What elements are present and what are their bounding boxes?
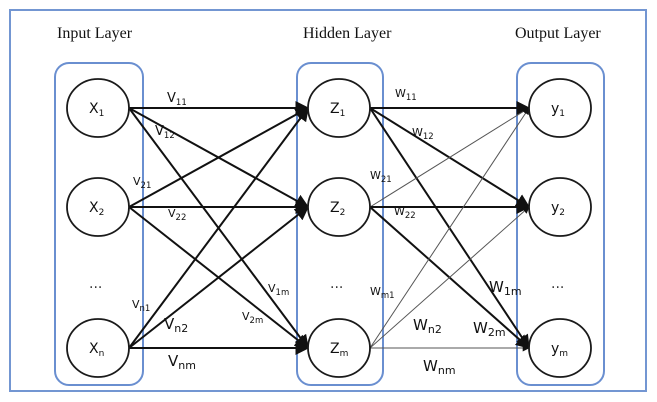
edge-zm-y2 (369, 206, 530, 349)
node-label: X1 (89, 101, 104, 119)
node-x2: X2 (66, 177, 130, 237)
node-label: ym (551, 341, 568, 359)
node-z2: Z2 (307, 177, 371, 237)
node-label: y1 (551, 101, 565, 119)
weight-label-w22: W22 (394, 205, 416, 221)
weight-label-w12: W12 (412, 126, 434, 142)
node-circle (528, 78, 592, 138)
weight-label-wm1: Wm1 (370, 285, 395, 301)
output-layer-box (516, 62, 605, 386)
node-circle (66, 177, 130, 237)
weight-label-vn2: Vn2 (164, 315, 188, 335)
edge-xn-z1 (128, 106, 309, 349)
weight-label-w11: W11 (395, 87, 417, 103)
node-ym: ym (528, 318, 592, 378)
edge-zm-y1 (369, 107, 530, 349)
node-y1: y1 (528, 78, 592, 138)
node-circle (307, 78, 371, 138)
node-circle (66, 78, 130, 138)
node-y2: y2 (528, 177, 592, 237)
node-circle (528, 318, 592, 378)
weight-label-v21: V21 (133, 175, 151, 191)
weight-label-w1m: W1m (489, 278, 522, 298)
edge-xn-z2 (128, 206, 310, 349)
node-zm: Zm (307, 318, 371, 378)
hidden-layer-ellipsis: ... (330, 276, 343, 292)
weight-label-v1m: V1m (268, 282, 289, 298)
hidden-layer-box (296, 62, 384, 386)
hidden-layer-title: Hidden Layer (303, 25, 392, 42)
weight-label-v11: V11 (167, 91, 187, 108)
node-xn: Xn (66, 318, 130, 378)
edge-x2-z1 (128, 107, 310, 208)
node-circle (66, 318, 130, 378)
node-x1: X1 (66, 78, 130, 138)
input-layer-box (54, 62, 144, 386)
weight-label-wn2: Wn2 (413, 316, 442, 336)
node-label: Xn (89, 341, 104, 359)
weight-label-wnm: Wnm (423, 357, 456, 377)
node-z1: Z1 (307, 78, 371, 138)
output-layer-title: Output Layer (515, 25, 601, 42)
weight-label-w2m: W2m (473, 319, 506, 339)
edge-z2-y1 (369, 107, 530, 208)
node-label: y2 (551, 200, 565, 218)
weight-label-v12: V12 (155, 124, 175, 141)
node-label: Z1 (330, 101, 345, 119)
outer-frame (9, 9, 647, 392)
weight-label-vnm: Vnm (168, 352, 196, 372)
node-label: Z2 (330, 200, 345, 218)
node-circle (307, 177, 371, 237)
edges-layer (128, 101, 531, 355)
node-circle (307, 318, 371, 378)
weight-label-v22: V22 (168, 207, 186, 223)
node-label: Zm (330, 341, 348, 359)
weight-label-vn1: Vn1 (132, 298, 150, 314)
node-label: X2 (89, 200, 104, 218)
weight-label-w21: W21 (370, 169, 392, 185)
weight-label-v2m: V2m (242, 310, 263, 326)
output-layer-ellipsis: ... (551, 276, 564, 292)
input-layer-title: Input Layer (57, 25, 133, 42)
node-circle (528, 177, 592, 237)
input-layer-ellipsis: ... (89, 276, 102, 292)
